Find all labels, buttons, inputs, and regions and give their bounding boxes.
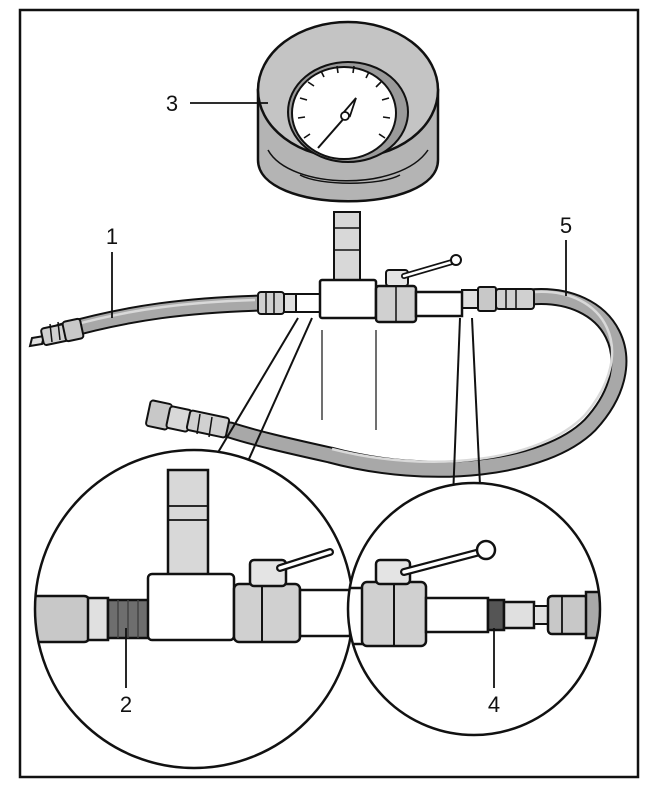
hose-crimp-fitting-left — [257, 291, 322, 315]
supply-hose — [51, 294, 271, 341]
gauge-scale — [297, 65, 391, 139]
return-hose — [221, 288, 628, 478]
shut-off-valve — [374, 254, 464, 324]
detail-view-left — [33, 448, 355, 770]
hose-end-fitting-left — [28, 317, 85, 348]
callout-label-1: 1 — [106, 224, 118, 249]
callout-leaders — [111, 102, 567, 688]
hose-end-fitting-lower — [145, 399, 231, 439]
detail-view-right — [346, 481, 602, 737]
pressure-gauge — [256, 20, 440, 203]
diagram-frame — [18, 8, 640, 779]
callout-label-5: 5 — [560, 213, 572, 238]
t-piece-fitting — [318, 211, 378, 320]
callout-label-4: 4 — [488, 692, 500, 717]
callout-label-2: 2 — [120, 692, 132, 717]
callout-label-3: 3 — [166, 91, 178, 116]
hose-crimp-fitting-right — [461, 286, 535, 312]
